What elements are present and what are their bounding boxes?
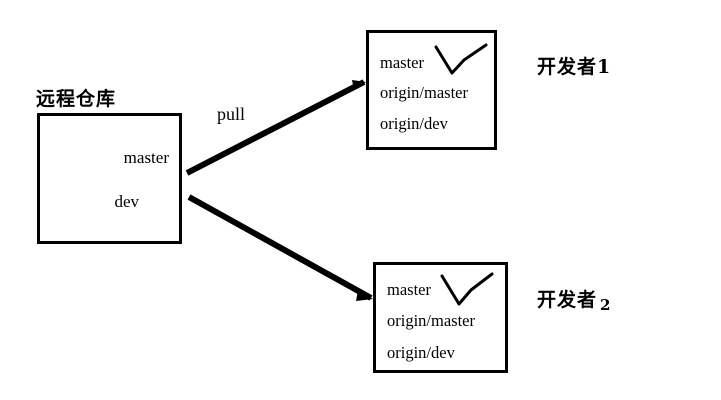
- developer2-label-number: 2: [600, 296, 612, 314]
- developer2-box[interactable]: master origin/master origin/dev: [373, 262, 508, 373]
- remote-branch-master: master: [123, 148, 169, 167]
- remote-branch-dev: dev: [114, 192, 139, 211]
- connector-remote-to-dev2: [187, 194, 373, 301]
- remote-repository-title: 远程仓库: [36, 88, 117, 110]
- pull-operation-label: pull: [217, 104, 246, 124]
- developer1-label: 开发者1: [537, 56, 612, 78]
- developer2-label-text: 开发者: [537, 289, 598, 311]
- arrowhead-dev2: [356, 290, 373, 301]
- dev2-ref-origin-dev: origin/dev: [387, 343, 455, 362]
- dev1-ref-origin-dev: origin/dev: [380, 114, 448, 133]
- dev2-ref-origin-master: origin/master: [387, 311, 475, 330]
- remote-repository-box[interactable]: master dev: [37, 113, 182, 244]
- developer1-box[interactable]: master origin/master origin/dev: [366, 30, 497, 150]
- arrowhead-dev1: [352, 80, 366, 90]
- dev1-ref-origin-master: origin/master: [380, 83, 468, 102]
- dev2-ref-master: master: [387, 280, 431, 299]
- connector-remote-to-dev1: [185, 79, 366, 176]
- dev1-ref-master: master: [380, 53, 424, 72]
